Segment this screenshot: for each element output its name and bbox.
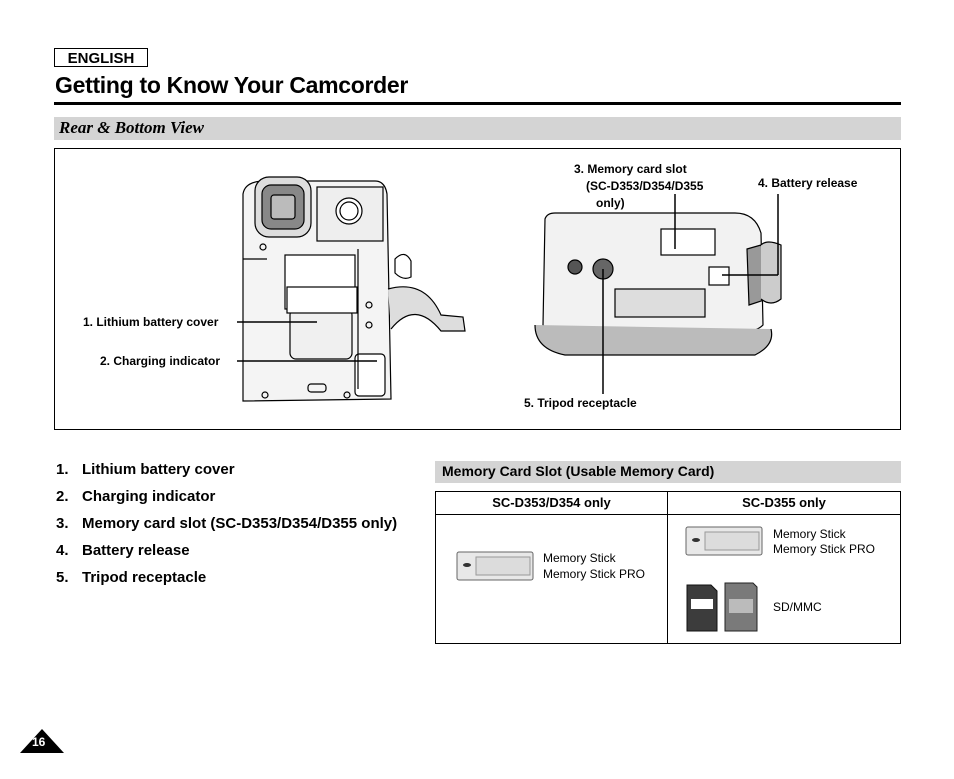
leader-lines [237, 194, 779, 394]
memory-card-table: SC-D353/D354 only SC-D355 only Memory St… [435, 491, 901, 644]
title-rule [54, 102, 901, 105]
list-item: 2.Charging indicator [56, 488, 216, 505]
label-memory-slot-3: only) [596, 196, 625, 210]
page-number-tab [20, 729, 64, 753]
label-battery-cover: 1. Lithium battery cover [83, 315, 219, 329]
parts-list: 1.Lithium battery cover 2.Charging indic… [56, 460, 397, 595]
memory-stick-icon [685, 526, 763, 556]
label-battery-release: 4. Battery release [758, 176, 858, 190]
label-memory-slot-2: (SC-D353/D354/D355 [586, 179, 704, 193]
list-item: 1.Lithium battery cover [56, 461, 235, 478]
right-card-name-3: SD/MMC [773, 600, 822, 614]
section-bar [54, 117, 901, 140]
bottom-view-camcorder [534, 212, 782, 356]
memory-card-bar [435, 461, 901, 483]
memory-stick-icon [456, 551, 534, 581]
label-charging-indicator: 2. Charging indicator [100, 354, 221, 368]
label-memory-slot-1: 3. Memory card slot [574, 162, 687, 176]
figure-box: 1. Lithium battery cover 2. Charging ind… [54, 148, 901, 430]
right-card-name-1: Memory Stick [773, 527, 846, 541]
list-item: 5.Tripod receptacle [56, 569, 207, 586]
label-tripod: 5. Tripod receptacle [524, 396, 637, 410]
list-item: 4.Battery release [56, 542, 190, 559]
left-card-name-2: Memory Stick PRO [543, 567, 646, 581]
memory-card-title: Memory Card Slot (Usable Memory Card) [442, 463, 715, 479]
page-number: 16 [32, 735, 46, 749]
list-item: 3.Memory card slot (SC-D353/D354/D355 on… [56, 515, 398, 532]
column-header-left: SC-D353/D354 only [492, 495, 611, 510]
sd-mmc-cards-icon [686, 582, 758, 632]
column-header-right: SC-D355 only [742, 495, 826, 510]
section-title: Rear & Bottom View [59, 118, 204, 137]
page-title: Getting to Know Your Camcorder [55, 72, 409, 98]
right-card-name-2: Memory Stick PRO [773, 542, 876, 556]
left-card-name-1: Memory Stick [543, 551, 616, 565]
rear-view-camcorder [242, 176, 466, 402]
language-tag: ENGLISH [54, 48, 148, 67]
camcorder-illustration [237, 176, 782, 402]
